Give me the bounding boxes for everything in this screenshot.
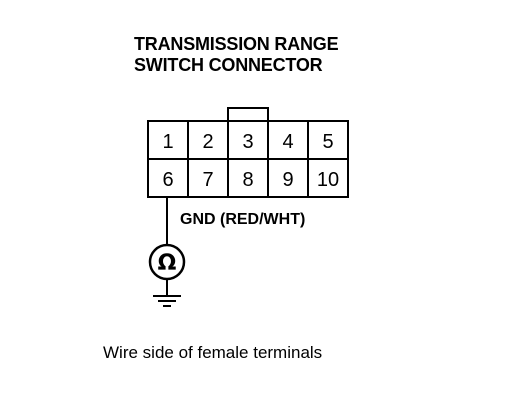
connector-lock-tab xyxy=(227,107,269,121)
pin-row-2: 6 7 8 9 10 xyxy=(162,169,339,191)
ohm-symbol: Ω xyxy=(158,251,177,276)
ohmmeter-icon: Ω xyxy=(148,243,186,281)
pin-3: 3 xyxy=(242,131,253,153)
diagram-title-line1: TRANSMISSION RANGE xyxy=(134,34,339,54)
ground-label: GND (RED/WHT) xyxy=(180,211,305,228)
pin-2: 2 xyxy=(202,131,213,153)
pin-10: 10 xyxy=(317,169,339,191)
ground-icon xyxy=(153,295,181,307)
pin-5: 5 xyxy=(322,131,333,153)
pin-8: 8 xyxy=(242,169,253,191)
pin-9: 9 xyxy=(282,169,293,191)
diagram-caption: Wire side of female terminals xyxy=(103,343,323,362)
diagram-title-line2: SWITCH CONNECTOR xyxy=(134,55,323,75)
pin-row-1: 1 2 3 4 5 xyxy=(162,131,333,153)
pin-1: 1 xyxy=(162,131,173,153)
pin-7: 7 xyxy=(202,169,213,191)
pin-6: 6 xyxy=(162,169,173,191)
connector-body xyxy=(147,107,349,198)
pin-4: 4 xyxy=(282,131,293,153)
